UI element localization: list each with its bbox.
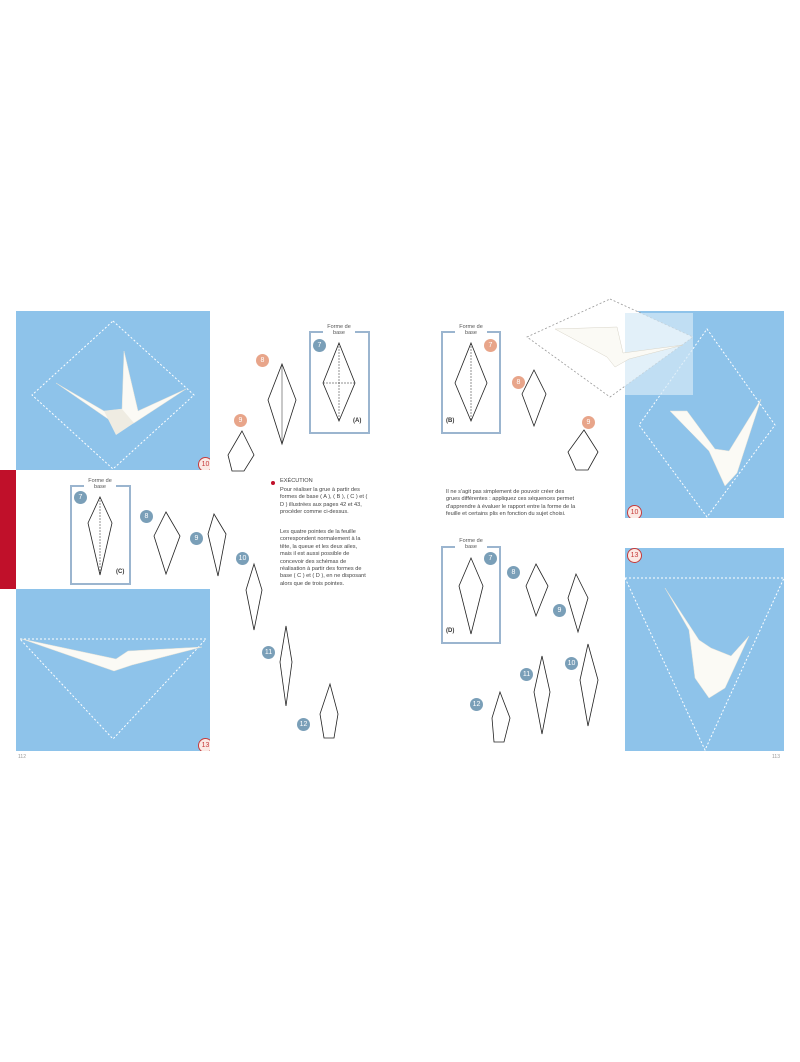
- fold-diagram-step: [238, 560, 268, 635]
- step-number: 7: [313, 339, 326, 352]
- step-number: 9: [190, 532, 203, 545]
- base-form-b: Forme de base 7 (B): [441, 324, 501, 434]
- bullet-icon: [271, 481, 275, 485]
- step-number: 8: [256, 354, 269, 367]
- step-number: 7: [484, 339, 497, 352]
- crane-image: [31, 320, 195, 470]
- step-number: 10: [198, 457, 210, 470]
- fold-diagram-step: [560, 570, 594, 636]
- step-number: 7: [484, 552, 497, 565]
- execution-paragraph: Les quatre pointes de la feuille corresp…: [280, 529, 366, 587]
- base-form-d: Forme de base 7 (D): [441, 538, 501, 644]
- base-letter: (B): [446, 418, 455, 424]
- execution-heading: EXÉCUTION: [280, 478, 313, 484]
- base-letter: (C): [116, 569, 125, 575]
- step-number: 11: [520, 668, 533, 681]
- base-form-title: Forme de base: [455, 538, 487, 551]
- fold-diagram: [322, 341, 356, 423]
- base-form-a: Forme de base 7 (A): [309, 324, 370, 434]
- intro-text: Il ne s'agit pas simplement de pouvoir c…: [446, 489, 576, 518]
- chapter-tab: [0, 470, 16, 589]
- base-letter: (A): [353, 418, 362, 424]
- base-letter: (D): [446, 628, 455, 634]
- execution-text: Pour réaliser la grue à partir des forme…: [280, 487, 368, 516]
- fold-diagram-step: [310, 680, 352, 742]
- crane-image: [18, 638, 208, 740]
- crane-photo-right-top: 10 10: [625, 311, 784, 518]
- step-number: 9: [553, 604, 566, 617]
- fold-diagram-step: [520, 560, 554, 620]
- fold-diagram-step: [200, 510, 232, 580]
- crane-photo-left-top: 10: [16, 311, 210, 470]
- step-number: 8: [512, 376, 525, 389]
- page-number-right: 113: [772, 754, 780, 760]
- base-form-c: Forme de base 7 (C): [70, 478, 131, 585]
- step-number: 13: [198, 738, 210, 751]
- crane-photo-inset: [525, 297, 695, 399]
- step-number: 8: [507, 566, 520, 579]
- crane-photo-left-bottom: 13: [16, 589, 210, 751]
- step-number: 7: [74, 491, 87, 504]
- fold-diagram: [454, 341, 488, 423]
- crane-photo-right-bottom: 13: [625, 548, 784, 751]
- fold-diagram: [458, 556, 484, 635]
- step-number: 10: [565, 657, 578, 670]
- base-form-title: Forme de base: [84, 478, 116, 491]
- step-number: 10: [627, 505, 642, 518]
- fold-diagram-step: [560, 422, 610, 474]
- fold-diagram-step: [220, 425, 265, 475]
- step-number: 9: [582, 416, 595, 429]
- step-number: 12: [470, 698, 483, 711]
- fold-diagram-step: [516, 366, 550, 430]
- base-form-title: Forme de base: [455, 324, 487, 337]
- step-number: 10: [236, 552, 249, 565]
- fold-diagram-step: [572, 640, 606, 730]
- step-number: 12: [297, 718, 310, 731]
- step-number: 11: [262, 646, 275, 659]
- step-number: 8: [140, 510, 153, 523]
- page-number-left: 112: [18, 754, 26, 760]
- base-form-title: Forme de base: [323, 324, 355, 337]
- crane-image: [625, 577, 784, 751]
- fold-diagram-step: [528, 652, 558, 738]
- fold-diagram-step: [258, 360, 304, 450]
- step-number: 13: [627, 548, 642, 563]
- fold-diagram: [87, 496, 113, 576]
- fold-diagram-step: [484, 688, 520, 746]
- step-number: 9: [234, 414, 247, 427]
- fold-diagram-step: [148, 508, 188, 580]
- fold-diagram-step: [270, 622, 302, 710]
